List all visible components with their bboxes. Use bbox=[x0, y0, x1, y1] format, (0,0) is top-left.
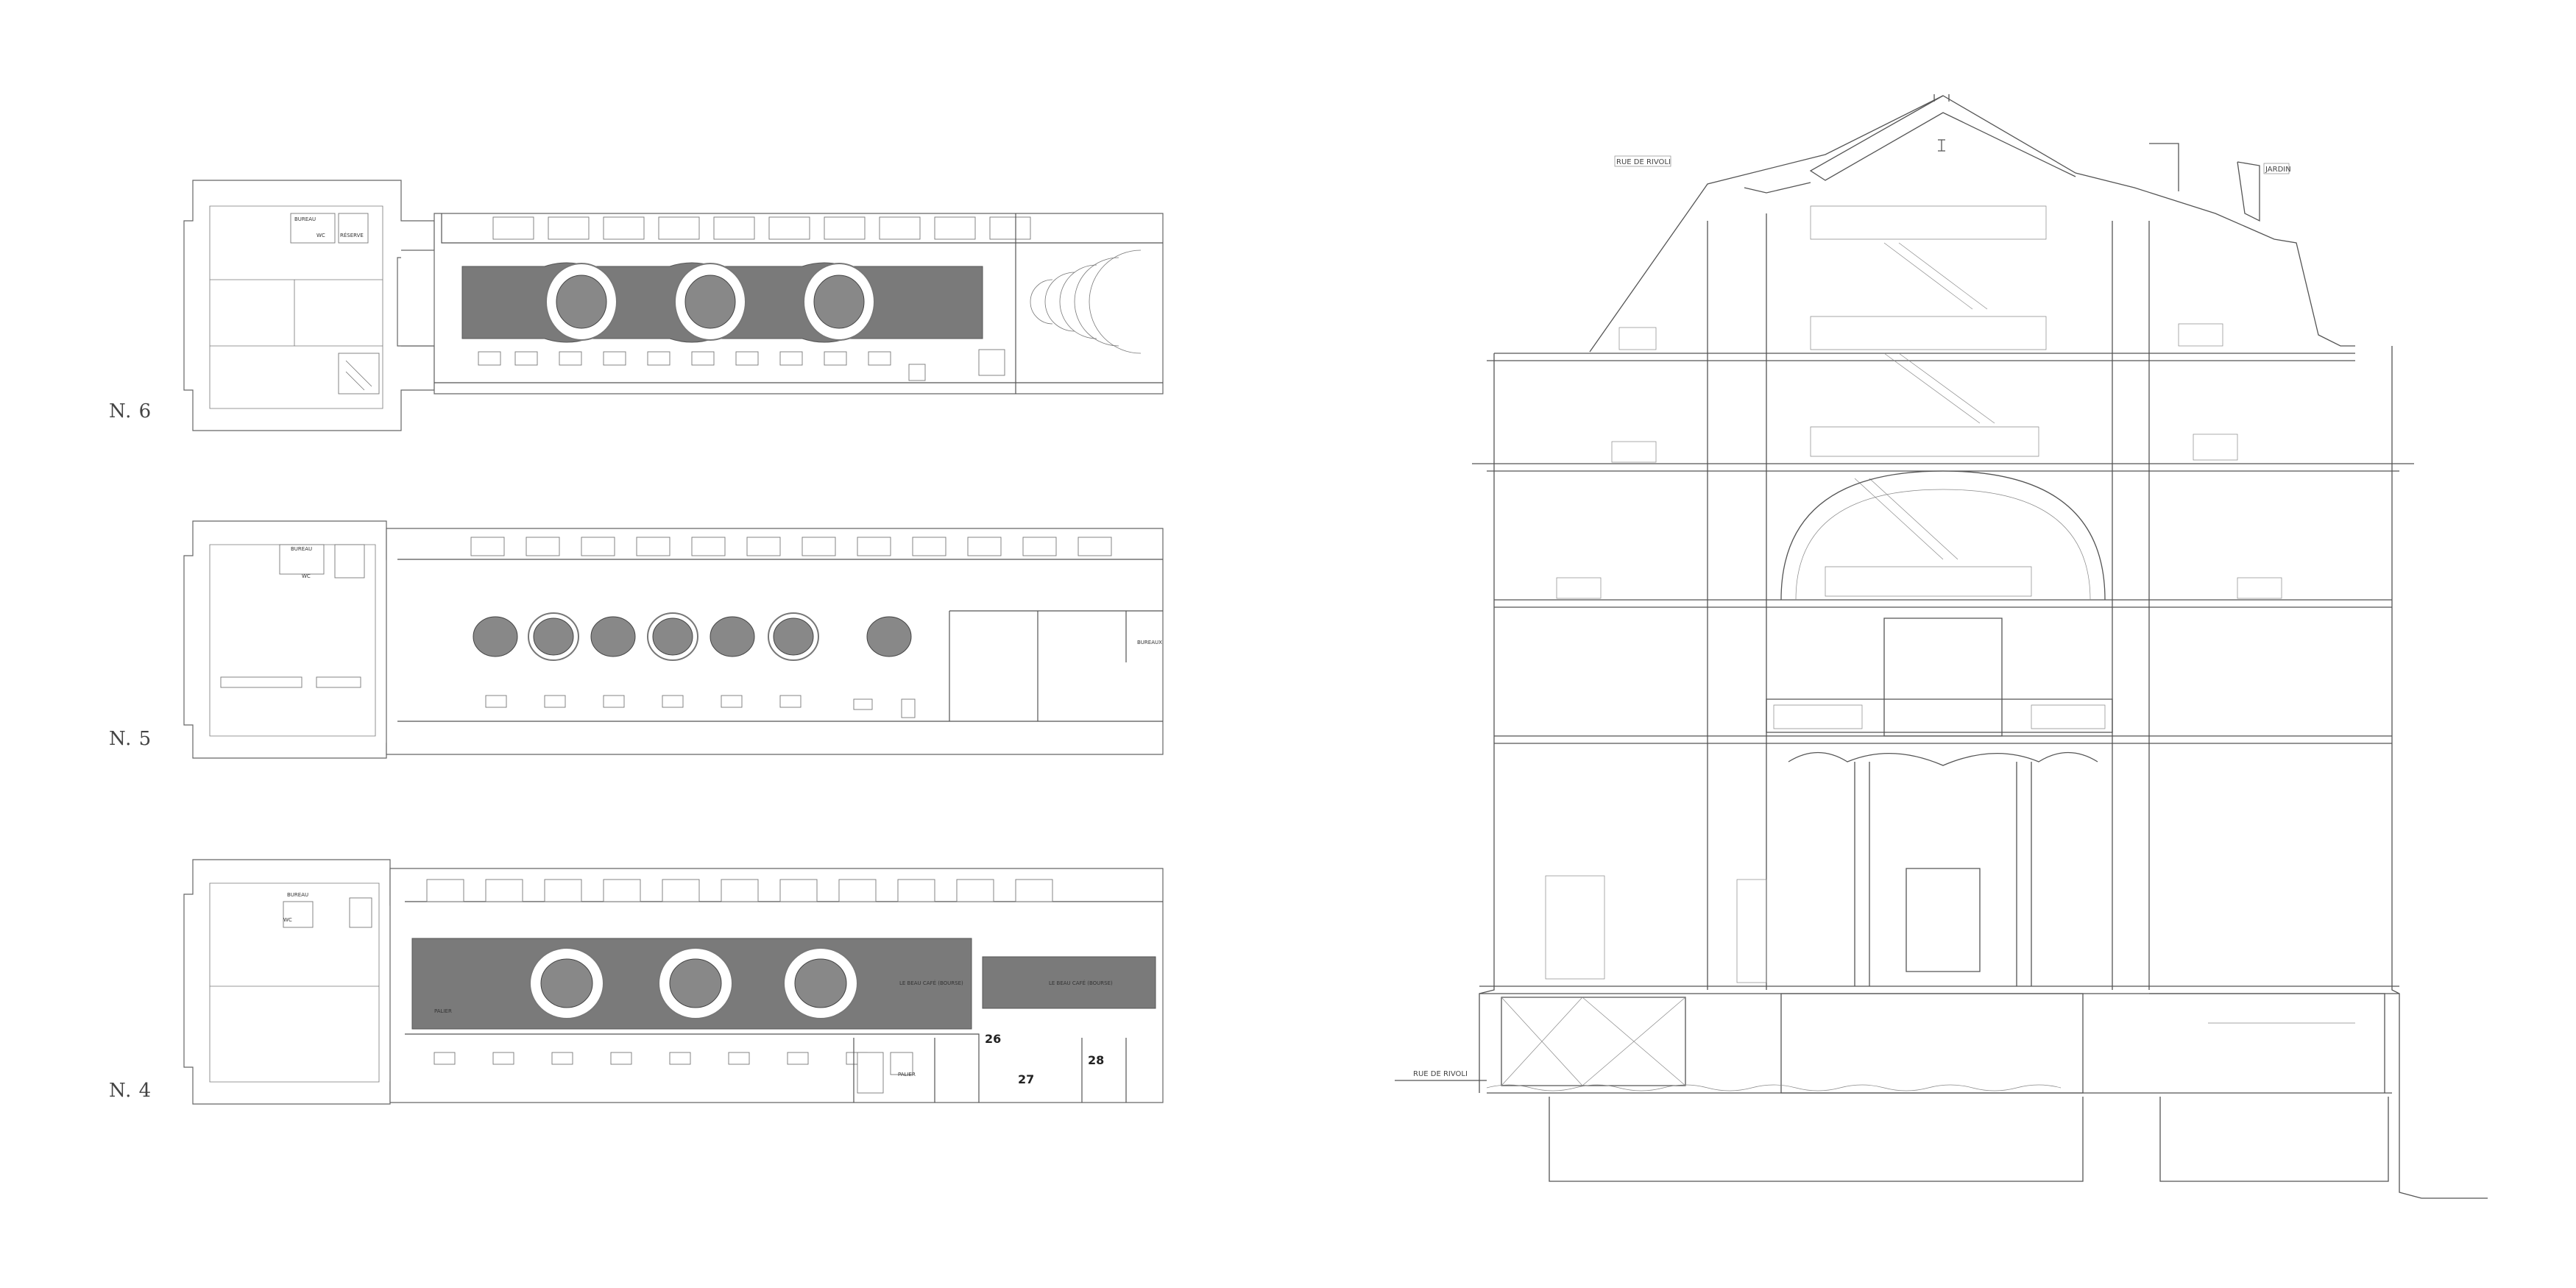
arch-vault bbox=[1780, 470, 2106, 601]
stair-section bbox=[1810, 205, 2047, 597]
n5-oval-pods bbox=[473, 612, 912, 661]
n6-tag-bureau: BUREAU bbox=[294, 216, 316, 222]
n4-grey-hall-east bbox=[982, 956, 1156, 1009]
floor-plan-n4: 26 27 28 BUREAU WC PALIER PALIER LE BEAU… bbox=[109, 859, 1164, 1105]
n5-tag-wc: WC bbox=[302, 573, 311, 579]
section-label-street-bottom: RUE DE RIVOLI bbox=[1413, 1070, 1468, 1078]
n4-tag-cafe: LE BEAU CAFÉ (BOURSE) bbox=[899, 980, 963, 986]
n6-auditorium bbox=[1030, 250, 1142, 354]
roof-outline bbox=[1589, 95, 2355, 353]
room-number-28: 28 bbox=[1088, 1053, 1104, 1067]
floor-plan-n6: BUREAU WC RÉSERVE N. 6 bbox=[109, 180, 1164, 431]
n6-south-desks bbox=[478, 351, 891, 366]
building-section: RUE DE RIVOLI JARDIN RUE DE RIVOLI bbox=[1395, 94, 2488, 1199]
level-label-n5: N. 5 bbox=[109, 728, 152, 750]
level-label-n6: N. 6 bbox=[109, 400, 152, 422]
n6-tag-wc: WC bbox=[316, 233, 325, 238]
level-label-n4: N. 4 bbox=[109, 1080, 152, 1102]
section-label-street-top: RUE DE RIVOLI bbox=[1616, 158, 1671, 166]
floor-plan-n5: BUREAU WC BUREAUX N. 5 bbox=[109, 520, 1164, 759]
n4-north-bays bbox=[426, 879, 1053, 902]
n5-south-desks bbox=[485, 695, 802, 708]
n4-tag-palier-2: PALIER bbox=[898, 1072, 916, 1078]
n6-tag-reserve: RÉSERVE bbox=[340, 232, 364, 238]
room-number-26: 26 bbox=[985, 1032, 1001, 1046]
section-label-garden: JARDIN bbox=[2265, 166, 2291, 174]
n4-tag-palier: PALIER bbox=[434, 1008, 452, 1014]
n4-tag-wc: WC bbox=[283, 917, 292, 923]
n6-north-bays bbox=[492, 216, 1031, 240]
room-number-27: 27 bbox=[1018, 1072, 1034, 1086]
n6-oval-pods bbox=[545, 263, 875, 341]
n4-tag-cafe-2: LE BEAU CAFÉ (BOURSE) bbox=[1049, 980, 1113, 986]
n5-tag-bureau: BUREAU bbox=[291, 546, 312, 552]
n4-oval-pods bbox=[529, 947, 858, 1019]
n5-tag-bureaux: BUREAUX bbox=[1137, 640, 1162, 645]
n4-tag-bureau: BUREAU bbox=[287, 892, 308, 898]
n5-north-bays bbox=[470, 537, 1112, 556]
